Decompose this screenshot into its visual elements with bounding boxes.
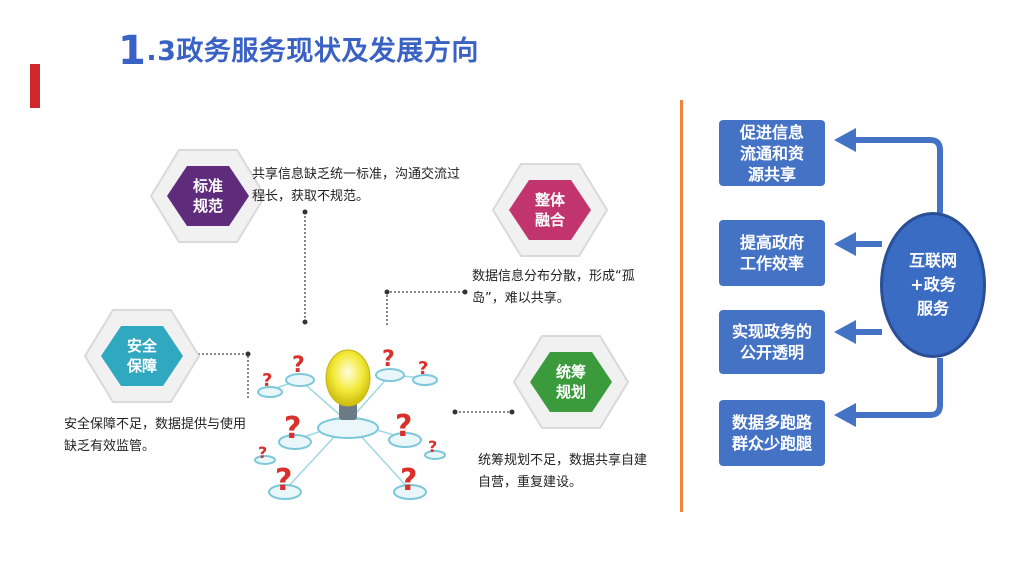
center-internet-plus: 互联网 +政务 服务	[880, 212, 986, 358]
svg-text:?: ?	[382, 347, 395, 372]
desc-planning: 统筹规划不足，数据共享自建 自营，重复建设。	[478, 453, 648, 490]
hexagon-planning-label: 统筹 规划	[555, 363, 586, 401]
svg-text:?: ?	[418, 358, 428, 379]
hexagon-integration-fill	[509, 180, 591, 240]
box-efficiency: 提高政府 工作效率	[719, 220, 825, 286]
title-text: .3政务服务现状及发展方向	[146, 36, 479, 67]
svg-text:?: ?	[428, 437, 437, 456]
hexagon-integration: 整体 融合	[491, 160, 609, 260]
svg-text:?: ?	[395, 409, 412, 444]
hexagon-standard: 标准 规范	[149, 146, 267, 246]
hexagon-standard-label: 标准 规范	[192, 177, 223, 215]
hexagon-security-fill	[101, 326, 183, 386]
hexagon-security-label: 安全 保障	[126, 337, 157, 375]
hexagon-planning: 统筹 规划	[512, 332, 630, 432]
connector-lines	[187, 209, 515, 415]
hexagon-standard-fill	[167, 166, 249, 226]
desc-security: 安全保障不足，数据提供与使用 缺乏有效监管。	[64, 417, 247, 454]
svg-text:?: ?	[400, 463, 417, 498]
desc-integration: 数据信息分布分散，形成“孤 岛”，难以共享。	[472, 269, 635, 306]
title-accent-bar	[30, 64, 40, 108]
box-resource-sharing: 促进信息 流通和资 源共享	[719, 120, 825, 186]
svg-text:?: ?	[258, 443, 267, 462]
box-data-runs: 数据多跑路 群众少跑腿	[719, 400, 825, 466]
svg-text:?: ?	[292, 353, 305, 378]
hexagon-security: 安全 保障	[83, 306, 201, 406]
svg-text:?: ?	[284, 411, 301, 446]
page-title: 1.3政务服务现状及发展方向	[118, 28, 479, 74]
vertical-divider	[680, 100, 683, 512]
svg-text:?: ?	[262, 370, 272, 391]
arrow-connectors	[834, 128, 943, 427]
bulb-network-illustration: ?? ?? ?? ?? ??	[254, 347, 446, 500]
svg-text:?: ?	[275, 463, 292, 498]
desc-standard: 共享信息缺乏统一标准，沟通交流过 程长，获取不规范。	[252, 167, 461, 204]
hexagon-planning-fill	[530, 352, 612, 412]
box-transparency: 实现政务的 公开透明	[719, 310, 825, 374]
hexagon-integration-label: 整体 融合	[534, 191, 565, 229]
title-number: 1	[118, 28, 147, 74]
